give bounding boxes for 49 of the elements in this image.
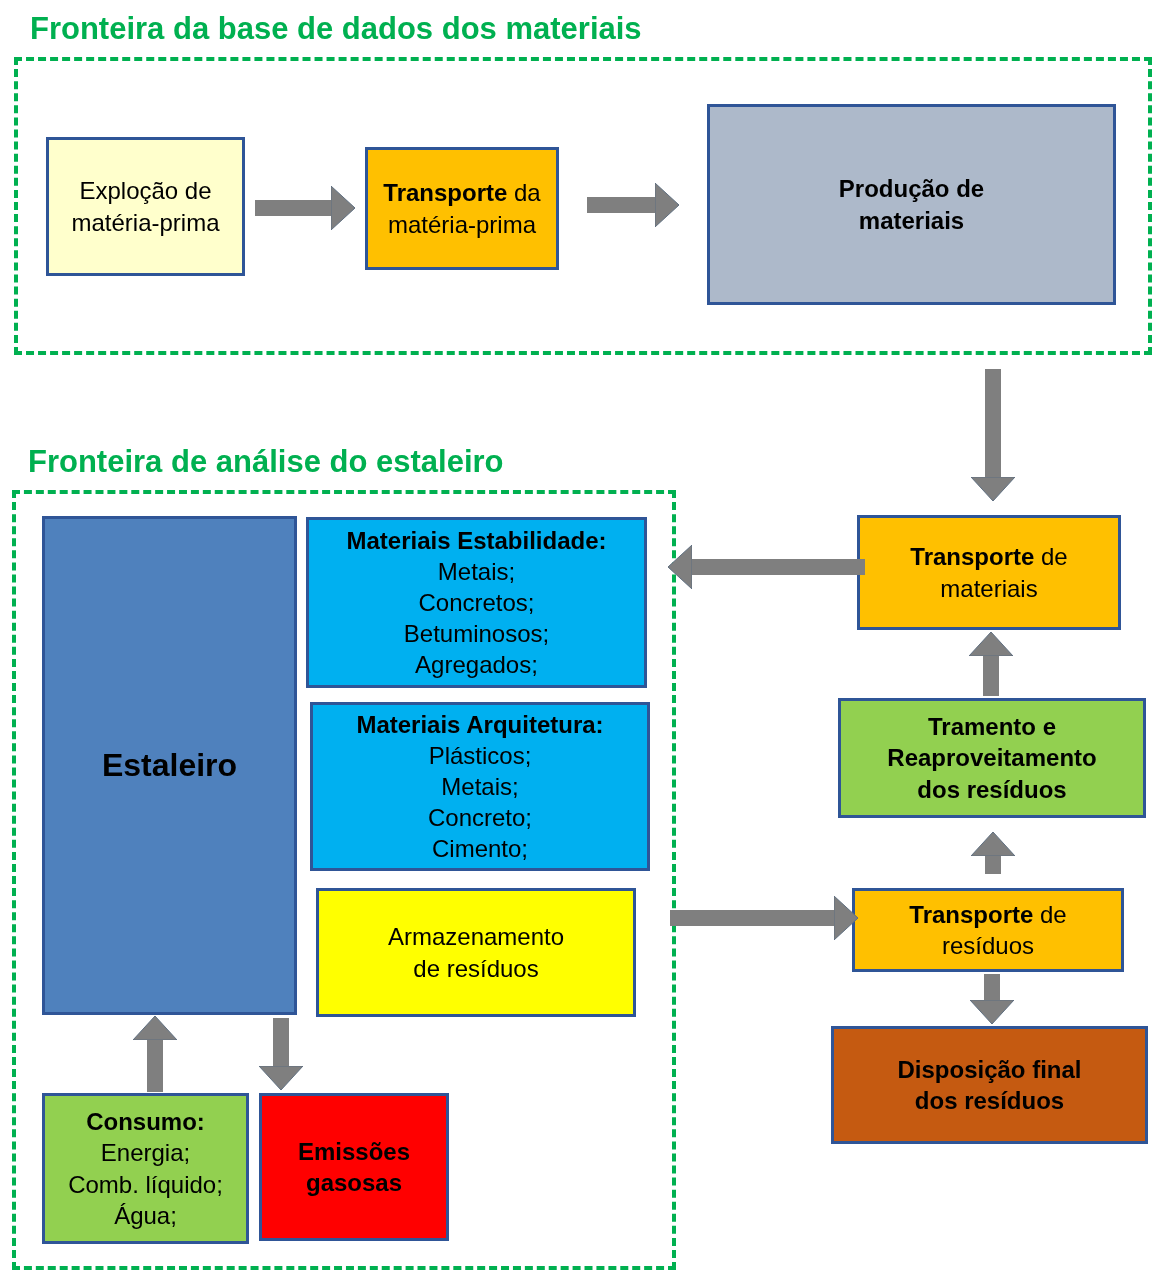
process-box bbox=[259, 1093, 449, 1241]
process-box bbox=[42, 1093, 249, 1244]
box-text: Exploção de matéria-prima bbox=[70, 176, 221, 238]
box-text: Disposição final dos resíduos bbox=[896, 1054, 1083, 1116]
process-box bbox=[306, 517, 647, 688]
box-heading: Consumo: bbox=[86, 1107, 205, 1138]
process-box bbox=[310, 702, 650, 871]
box-heading: Materiais Arquitetura: bbox=[356, 709, 604, 740]
block-arrow bbox=[667, 544, 865, 590]
box-text: Agregados; bbox=[415, 650, 538, 681]
box-text: Plásticos; bbox=[428, 740, 532, 771]
block-arrow bbox=[968, 631, 1014, 696]
block-arrow bbox=[255, 185, 356, 231]
box-text: Concreto; bbox=[427, 803, 533, 834]
box-text: Transporte de resíduos bbox=[908, 899, 1068, 961]
process-box bbox=[838, 698, 1146, 818]
box-text: Emissões gasosas bbox=[296, 1136, 412, 1198]
box-text: Transporte da matéria-prima bbox=[382, 178, 542, 240]
block-arrow bbox=[587, 182, 680, 228]
box-text: Metais; bbox=[441, 771, 519, 802]
box-text: Transporte de materiais bbox=[909, 542, 1069, 604]
process-box bbox=[316, 888, 636, 1017]
box-text: Estaleiro bbox=[101, 745, 238, 785]
box-text: Água; bbox=[114, 1200, 177, 1231]
process-box bbox=[42, 516, 297, 1015]
block-arrow bbox=[970, 369, 1016, 502]
box-text: Cimento; bbox=[431, 834, 528, 865]
process-box bbox=[857, 515, 1121, 630]
box-text: Armazenamento de resíduos bbox=[387, 922, 565, 984]
box-text: Tramento e Reaproveitamento dos resíduos bbox=[886, 712, 1098, 805]
block-arrow bbox=[670, 895, 859, 941]
boundary-title: Fronteira da base de dados dos materiais bbox=[30, 10, 642, 48]
box-text: Metais; bbox=[437, 556, 516, 587]
box-text: Energia; bbox=[100, 1138, 191, 1169]
box-text: Comb. líquido; bbox=[68, 1169, 223, 1200]
box-text: Concretos; bbox=[418, 587, 535, 618]
block-arrow bbox=[132, 1015, 178, 1092]
process-box bbox=[46, 137, 245, 276]
block-arrow bbox=[969, 974, 1015, 1025]
process-box bbox=[365, 147, 559, 270]
block-arrow bbox=[970, 831, 1016, 874]
box-text: Produção de materiais bbox=[837, 174, 986, 236]
process-box bbox=[852, 888, 1124, 972]
block-arrow bbox=[258, 1018, 304, 1091]
box-heading: Materiais Estabilidade: bbox=[346, 525, 607, 556]
process-box bbox=[831, 1026, 1148, 1144]
box-text: Betuminosos; bbox=[403, 619, 550, 650]
boundary-title: Fronteira de análise do estaleiro bbox=[28, 443, 504, 481]
process-box bbox=[707, 104, 1116, 305]
